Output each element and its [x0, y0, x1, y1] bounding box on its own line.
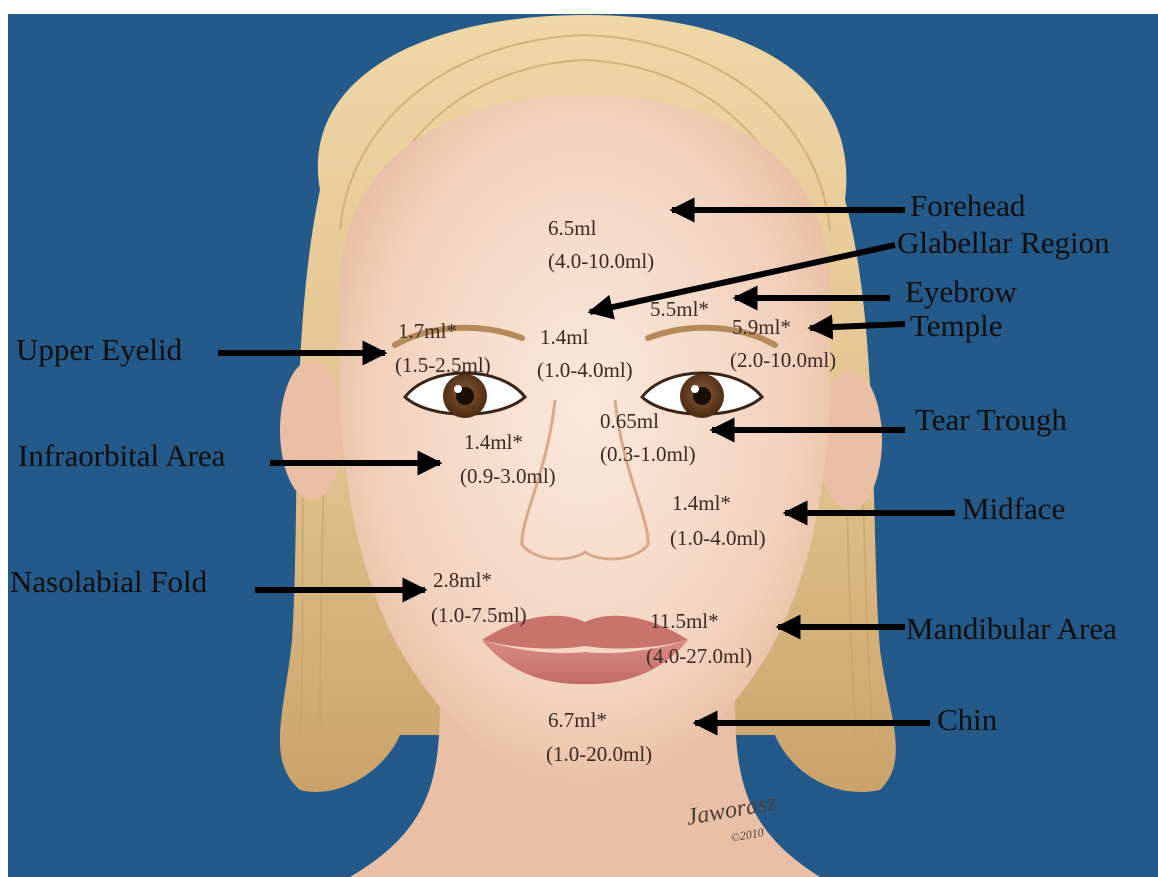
range-mandibular: (4.0-27.0ml) [646, 644, 752, 668]
volume-eyebrow: 5.5ml* [650, 297, 709, 321]
volume-midface: 1.4ml* [672, 491, 731, 515]
label-glabellar: Glabellar Region [897, 225, 1110, 260]
label-upper-eyelid: Upper Eyelid [16, 332, 183, 367]
volume-mandibular: 11.5ml* [650, 609, 719, 633]
range-upper-eyelid: (1.5-2.5ml) [395, 353, 491, 377]
label-temple: Temple [910, 308, 1003, 343]
range-infraorbital: (0.9-3.0ml) [460, 464, 556, 488]
volume-glabellar: 1.4ml [540, 325, 589, 349]
left-ear [280, 360, 344, 500]
volume-chin: 6.7ml* [548, 708, 607, 732]
label-infraorbital: Infraorbital Area [18, 438, 226, 473]
label-midface: Midface [962, 491, 1065, 526]
label-chin: Chin [937, 702, 998, 737]
label-forehead: Forehead [910, 188, 1026, 223]
range-temple: (2.0-10.0ml) [730, 348, 836, 372]
volume-infraorbital: 1.4ml* [464, 430, 523, 454]
volume-temple: 5.9ml* [732, 315, 791, 339]
range-tear-trough: (0.3-1.0ml) [600, 442, 696, 466]
volume-upper-eyelid: 1.7ml* [398, 319, 457, 343]
range-forehead: (4.0-10.0ml) [548, 249, 654, 273]
range-chin: (1.0-20.0ml) [546, 742, 652, 766]
arrow-temple [810, 324, 905, 328]
label-tear-trough: Tear Trough [915, 402, 1067, 437]
volume-forehead: 6.5ml [548, 216, 597, 240]
label-mandibular: Mandibular Area [906, 611, 1117, 646]
range-nasolabial: (1.0-7.5ml) [431, 603, 527, 627]
volume-tear-trough: 0.65ml [600, 409, 659, 433]
volume-nasolabial: 2.8ml* [433, 568, 492, 592]
label-eyebrow: Eyebrow [905, 274, 1018, 309]
range-glabellar: (1.0-4.0ml) [537, 358, 633, 382]
label-nasolabial: Nasolabial Fold [10, 564, 208, 599]
range-midface: (1.0-4.0ml) [670, 526, 766, 550]
